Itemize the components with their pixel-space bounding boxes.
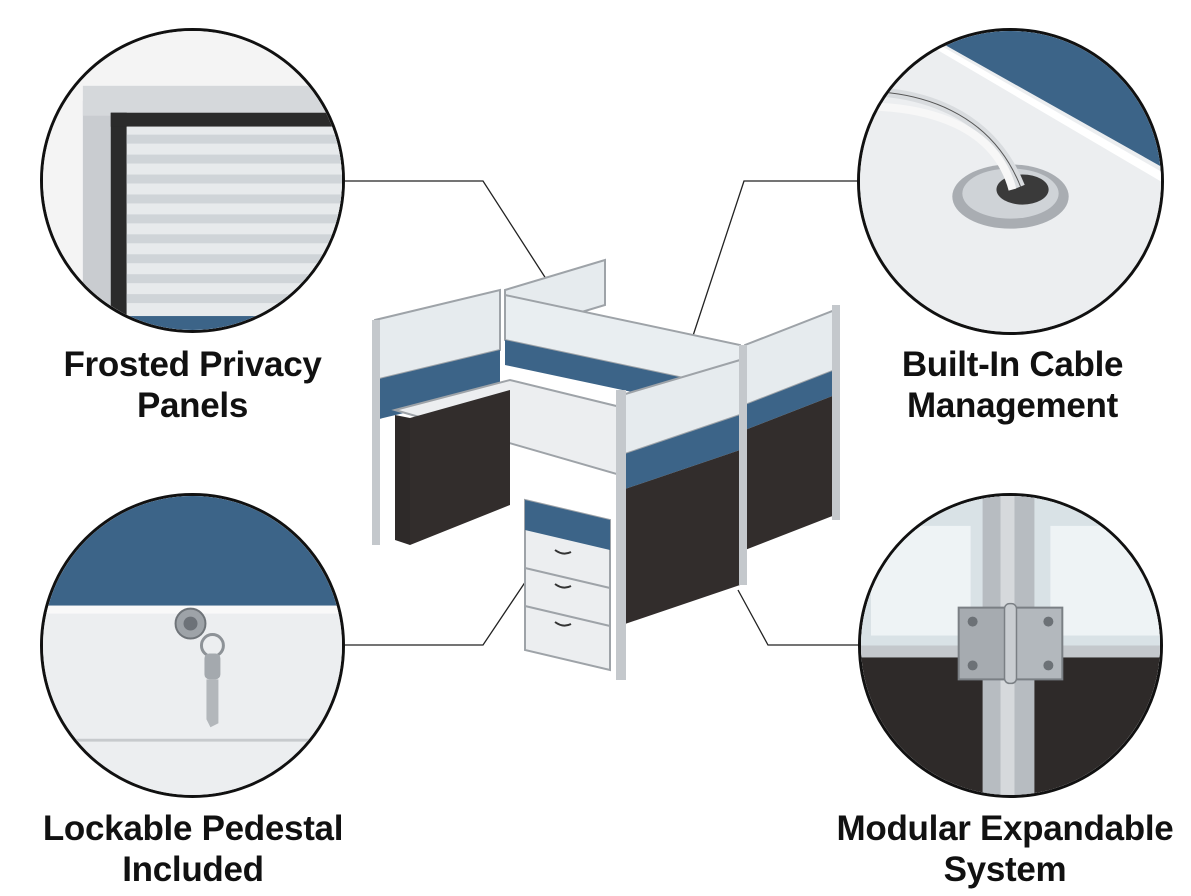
- connector-modular: [737, 589, 860, 646]
- label-cable-line2: Management: [907, 386, 1118, 425]
- label-lock-line2: Included: [122, 850, 264, 889]
- workstation-cubicle-illustration: [372, 258, 840, 680]
- cable-grommet-closeup-icon: [857, 28, 1164, 335]
- lock-key-closeup-icon: [40, 493, 345, 798]
- label-cable-line1: Built-In Cable: [901, 345, 1124, 384]
- connector-frosted: [345, 180, 551, 286]
- label-built-in-cable-management: Built-In Cable Management: [840, 344, 1185, 426]
- label-frosted-privacy-panels: Frosted Privacy Panels: [20, 344, 365, 426]
- hinge-connector-closeup-icon: [858, 493, 1163, 798]
- connector-cable: [684, 180, 860, 361]
- label-frosted-line2: Panels: [136, 386, 249, 425]
- label-lock-line1: Lockable Pedestal: [42, 809, 344, 848]
- label-frosted-line1: Frosted Privacy: [63, 345, 322, 384]
- connector-lock: [345, 559, 541, 646]
- label-modular-line2: System: [943, 850, 1067, 889]
- label-modular-line1: Modular Expandable: [836, 809, 1174, 848]
- frosted-panel-closeup-icon: [40, 28, 345, 333]
- label-lockable-pedestal-included: Lockable Pedestal Included: [8, 808, 378, 890]
- label-modular-expandable-system: Modular Expandable System: [820, 808, 1190, 890]
